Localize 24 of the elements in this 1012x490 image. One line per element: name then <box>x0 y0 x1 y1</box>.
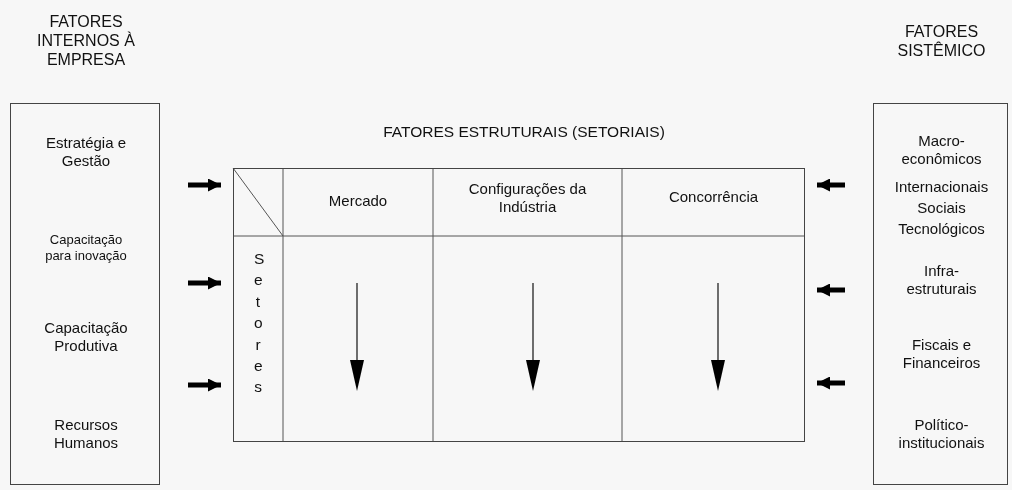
arrow <box>188 276 221 290</box>
arrow <box>188 178 221 192</box>
factor-label: Fiscais e Financeiros <box>901 336 982 372</box>
factor-label: Político- institucionais <box>897 416 986 452</box>
factor-label: Tecnológicos <box>897 220 986 238</box>
factor-label: Recursos Humanos <box>52 416 120 452</box>
factor-label: Estratégia e Gestão <box>44 134 127 170</box>
panel-heading: FATORES INTERNOS À EMPRESA <box>36 12 136 70</box>
arrow <box>817 283 845 297</box>
table-heading: FATORES ESTRUTURAIS (SETORIAIS) <box>382 123 666 142</box>
column-heading: Configurações da Indústria <box>467 180 588 216</box>
column-heading: Mercado <box>327 192 389 210</box>
row-heading: Setores <box>254 249 262 398</box>
column-heading: Concorrência <box>667 188 760 206</box>
factor-label: Macro- econômicos <box>900 132 983 168</box>
arrow <box>817 178 845 192</box>
factor-label: Internacionais <box>893 178 990 196</box>
panel-heading: FATORES SISTÊMICO <box>896 22 987 61</box>
factor-label: Capacitação para inovação <box>44 232 128 264</box>
arrow <box>188 378 221 392</box>
factor-label: Sociais <box>916 199 967 217</box>
arrow <box>817 376 845 390</box>
factor-label: Infra- estruturais <box>905 262 978 298</box>
factor-label: Capacitação Produtiva <box>43 319 129 355</box>
